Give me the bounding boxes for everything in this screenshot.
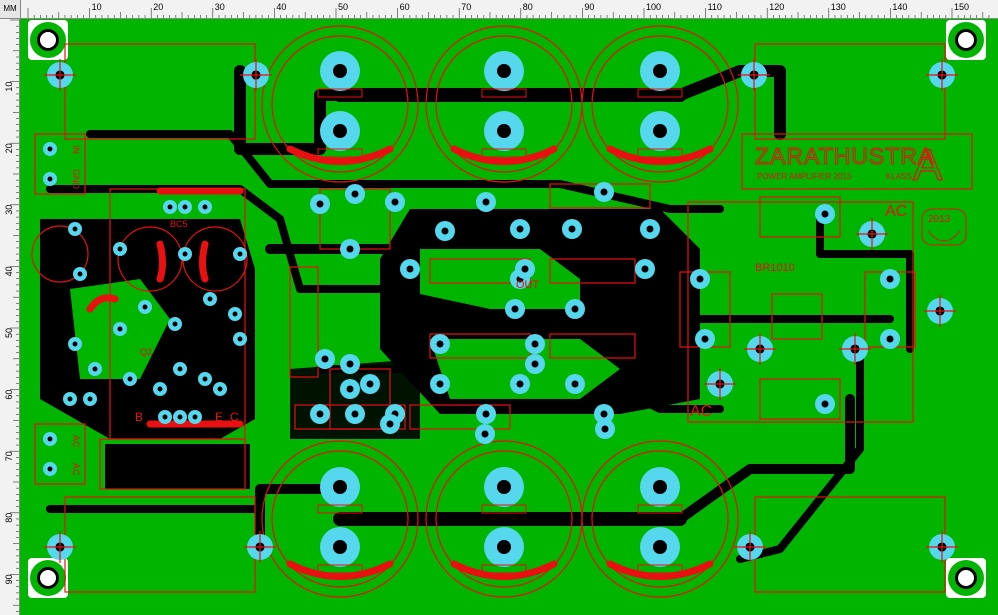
top-ruler[interactable]: 10 20 30 40 50 60 70 80 90 100 110 120 130 140 150: [0, 0, 998, 19]
top-ruler-label: 70: [461, 2, 471, 12]
top-ruler-label: 40: [276, 2, 286, 12]
top-ruler-label: 20: [153, 2, 163, 12]
out-label: OUT: [516, 279, 540, 291]
top-ruler-label: 120: [769, 2, 784, 12]
board-subtitle: POWER AMPLIFIER 2013: [757, 172, 852, 181]
left-ruler-label: 30: [4, 205, 14, 215]
ac-bottom-label: AC: [690, 403, 712, 420]
board-title: ZARATHUSTRA: [755, 143, 934, 169]
conn-in-label: IN: [71, 145, 81, 154]
top-ruler-label: 60: [400, 2, 410, 12]
q2-label: Q2: [140, 347, 152, 357]
pads: [43, 51, 958, 574]
top-ruler-label: 130: [831, 2, 846, 12]
silk-text: ZARATHUSTRA A POWER AMPLIFIER 2013 KLASS…: [71, 140, 951, 476]
left-ruler-label: 70: [4, 451, 14, 461]
mounting-holes: [28, 20, 986, 598]
silk-thick-arcs: [86, 145, 714, 580]
left-ruler-label: 80: [4, 513, 14, 523]
top-ruler-label: 110: [708, 2, 722, 12]
left-ruler-label: 90: [4, 574, 14, 584]
silkscreen: [31, 25, 973, 598]
board-title-mark: A: [913, 141, 943, 190]
left-ruler-label: 40: [4, 266, 14, 276]
pcb-canvas[interactable]: ZARATHUSTRA A POWER AMPLIFIER 2013 KLASS…: [20, 19, 998, 615]
top-ruler-label: 50: [338, 2, 348, 12]
board-klass: KLASS: [886, 172, 912, 181]
year-badge: 2013: [928, 214, 951, 225]
year-badge-frame: [921, 208, 967, 246]
top-ruler-label: 90: [584, 2, 594, 12]
left-ruler-label: 10: [4, 82, 14, 92]
unit-corner[interactable]: MM: [0, 0, 21, 19]
c-label: C: [230, 410, 239, 424]
top-ruler-label: 80: [523, 2, 533, 12]
bc-label: BC5: [170, 219, 188, 229]
e-label: E: [215, 410, 223, 424]
part-code: BR1010: [755, 262, 795, 274]
top-ruler-label: 150: [954, 2, 969, 12]
top-ruler-label: 100: [646, 2, 661, 12]
conn-ac1-label: AC: [71, 435, 81, 448]
left-ruler-label: 20: [4, 143, 14, 153]
top-ruler-label: 140: [892, 2, 907, 12]
copper-traces: [46, 65, 914, 563]
left-ruler[interactable]: 10 20 30 40 50 60 70 80 90: [0, 18, 20, 615]
left-ruler-label: 60: [4, 390, 14, 400]
conn-ac2-label: AC: [71, 463, 81, 476]
top-ruler-label: 10: [92, 2, 102, 12]
top-ruler-scale: 10 20 30 40 50 60 70 80 90 100 110 120 130 140 150: [27, 2, 990, 18]
ac-top-label: AC: [885, 203, 907, 220]
left-ruler-scale: 10 20 30 40 50 60 70 80 90: [4, 19, 19, 612]
b-label: B: [135, 410, 143, 424]
top-ruler-label: 30: [215, 2, 225, 12]
left-ruler-label: 50: [4, 328, 14, 338]
conn-gnd-label: GND: [71, 169, 81, 190]
